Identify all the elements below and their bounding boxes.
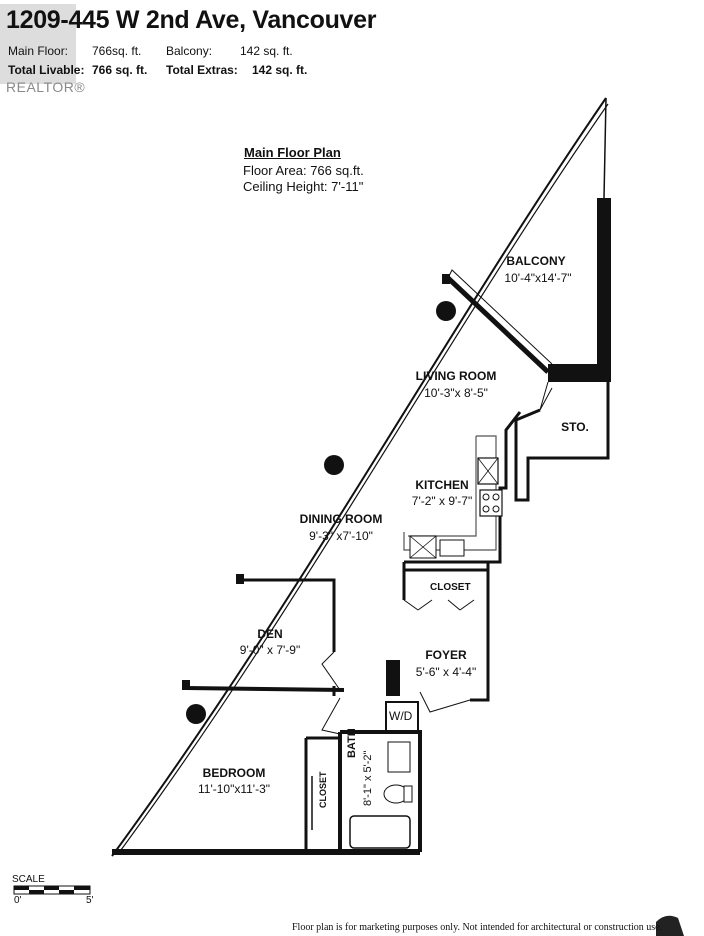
bathtub: [349, 815, 411, 849]
bath-vanity: [387, 741, 411, 773]
ceiling-light: [324, 455, 344, 475]
room-foyer-dims: 5'-6" x 4'-4": [415, 665, 477, 679]
total-extras-value: 142 sq. ft.: [252, 63, 308, 77]
curved-window-wall: [111, 97, 607, 857]
foyer-column: [386, 660, 400, 696]
kitchen-counter: [403, 435, 497, 551]
den-door: [321, 651, 341, 691]
total-livable-value: 766 sq. ft.: [92, 63, 148, 77]
ceiling-height: Ceiling Height: 7'-11": [243, 179, 364, 194]
storage-walls: [514, 382, 610, 502]
room-kitchen-dims: 7'-2" x 9'-7": [411, 494, 473, 508]
scale-label: SCALE: [12, 874, 45, 885]
scale-bar: [13, 885, 91, 895]
scale-end: 5': [86, 895, 94, 906]
realtor-watermark-logo: [0, 4, 76, 84]
room-bath-dims: 8'-1" x 5'-2": [362, 750, 374, 806]
room-balcony-dims: 10'-4"x14'-7": [504, 271, 572, 285]
den-walls: [238, 578, 336, 652]
room-kitchen-name: KITCHEN: [415, 478, 469, 492]
balcony-railing: [603, 97, 607, 199]
balcony-wall: [597, 198, 611, 382]
disclaimer: Floor plan is for marketing purposes onl…: [292, 922, 663, 933]
kitchen-wall: [404, 411, 522, 564]
total-extras-label: Total Extras:: [166, 63, 238, 77]
floor-area: Floor Area: 766 sq.ft.: [243, 163, 364, 178]
cooktop: [479, 489, 503, 517]
bath-walls: [338, 730, 422, 852]
main-floor-value: 766sq. ft.: [92, 44, 142, 58]
kitchen-sink: [439, 539, 465, 557]
room-den-name: DEN: [257, 627, 283, 641]
balcony-sliding-door: [446, 276, 550, 374]
room-bedroom-dims: 11'-10"x11'-3": [197, 782, 271, 796]
room-balcony-name: BALCONY: [506, 254, 566, 268]
room-living-dims: 10'-3"x 8'-5": [424, 386, 488, 400]
realtor-watermark-text: REALTOR®: [6, 79, 86, 95]
bedroom-door: [321, 697, 341, 735]
balcony-value: 142 sq. ft.: [240, 44, 293, 58]
storage-door: [539, 381, 553, 411]
room-bath-name: BATH: [346, 728, 358, 758]
room-living-name: LIVING ROOM: [415, 369, 497, 383]
room-bedroom-name: BEDROOM: [202, 766, 266, 780]
total-livable-label: Total Livable:: [8, 63, 85, 77]
room-foyer-name: FOYER: [425, 648, 467, 662]
balcony-label: Balcony:: [166, 44, 213, 58]
room-dining-dims: 9'-3" x7'-10": [309, 529, 373, 543]
scale-start: 0': [14, 895, 22, 906]
ceiling-light: [186, 704, 206, 724]
room-dining-name: DINING ROOM: [299, 512, 383, 526]
listing-title: 1209-445 W 2nd Ave, Vancouver: [6, 6, 377, 34]
curved-window-wall-inner: [117, 103, 609, 855]
room-wd-name: W/D: [389, 709, 413, 723]
foyer-closet-top: [402, 562, 490, 572]
living-storage-wall: [548, 364, 608, 382]
room-foyer-closet-name: CLOSET: [430, 582, 471, 593]
room-storage-name: STO.: [561, 420, 589, 434]
ceiling-light: [436, 301, 456, 321]
den-bedroom-wall: [185, 686, 345, 692]
entry-door: [419, 691, 471, 713]
washer-dryer: [385, 701, 419, 733]
closet-bifold-doors: [403, 599, 475, 611]
brand-badge: [656, 915, 684, 936]
room-bedroom-closet-name: CLOSET: [318, 771, 328, 808]
main-floor-label: Main Floor:: [8, 44, 69, 58]
room-den-dims: 9'-0" x 7'-9": [239, 643, 301, 657]
foyer-wall: [470, 600, 490, 702]
plan-title: Main Floor Plan: [244, 145, 341, 160]
